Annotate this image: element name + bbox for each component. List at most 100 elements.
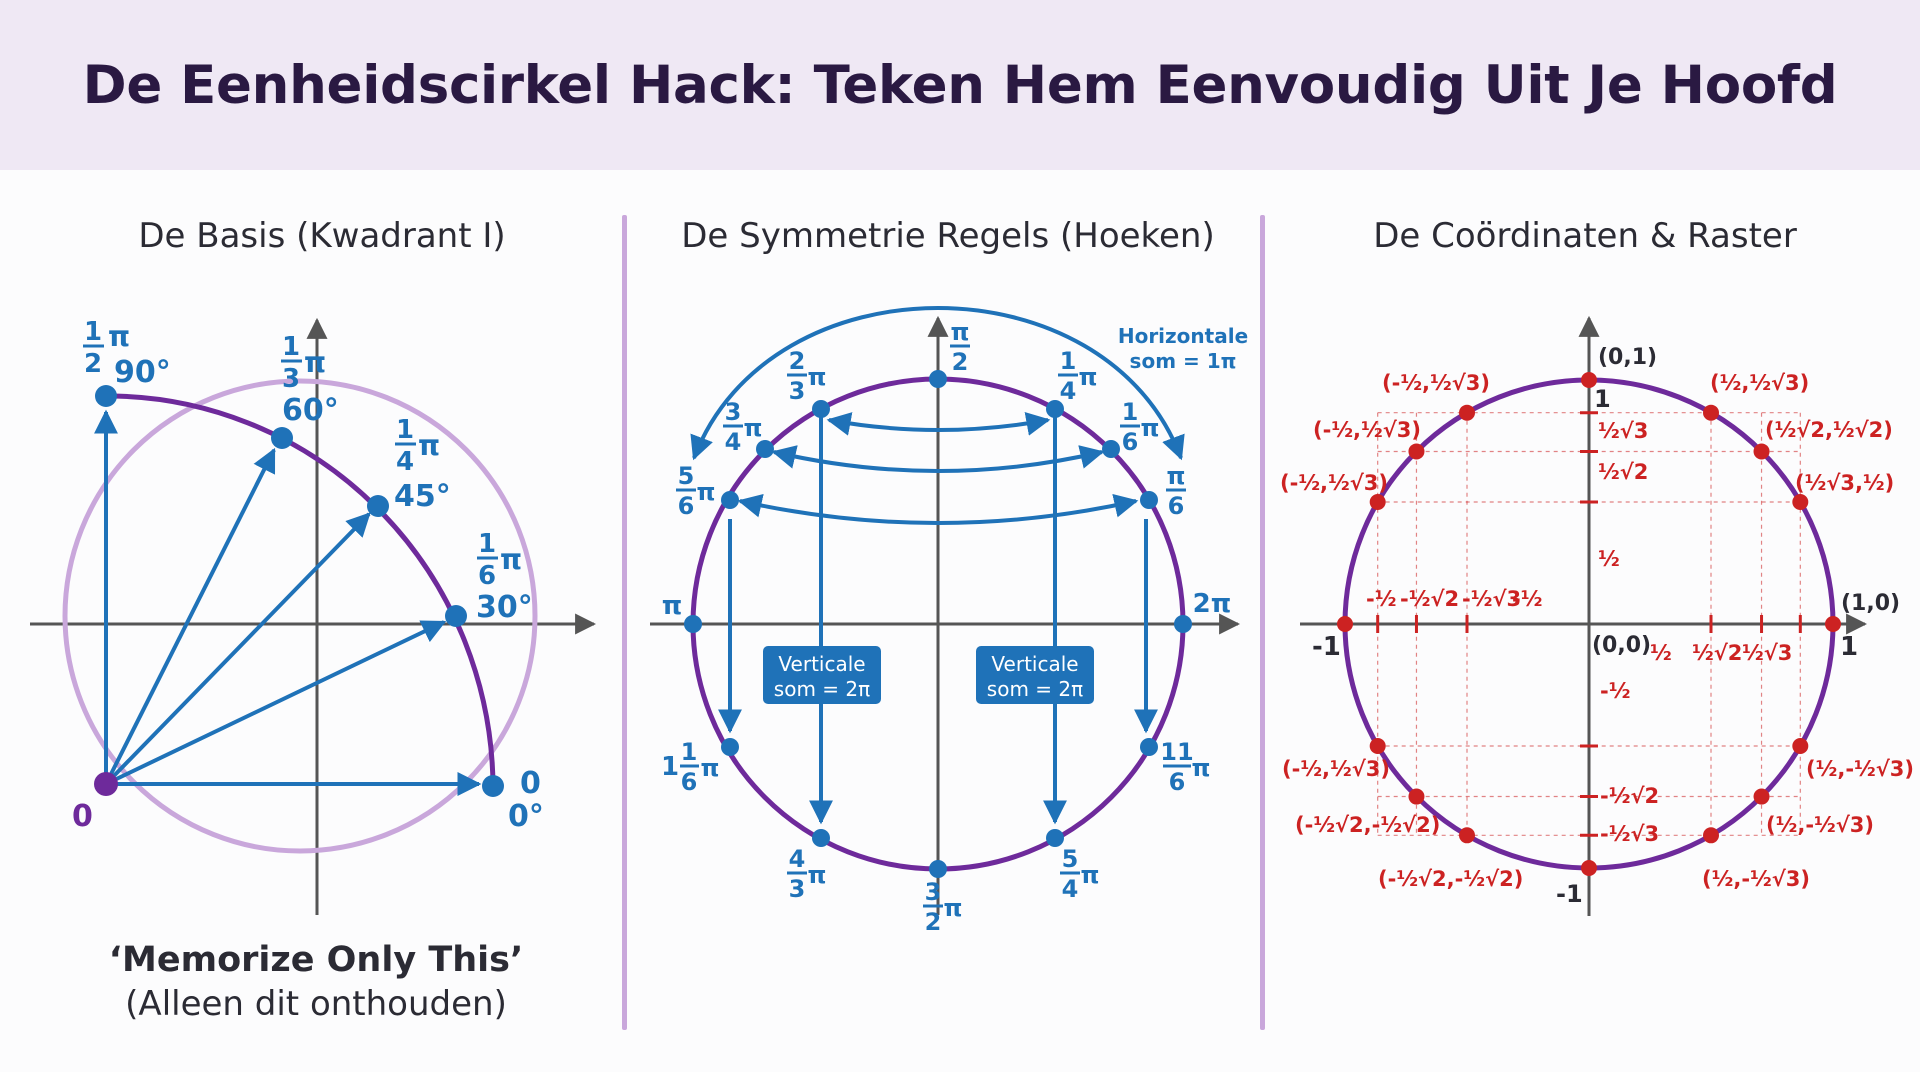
footer-memorize: ‘Memorize Only This’ [108, 940, 524, 980]
p1-label-90-num: 1 [84, 317, 102, 347]
p3-axis-ticks [1376, 411, 1802, 837]
p1-origin-point [94, 772, 118, 796]
p2-ll1-whole: 1 [661, 752, 679, 782]
p1-label-90-pi: π [108, 320, 130, 353]
p2-bottom-den: 2 [925, 908, 942, 936]
p1-point-30 [445, 605, 467, 627]
p3-label-x-pos: 1 [1840, 632, 1858, 662]
p3-ytick-label-5: -½√2 [1600, 784, 1659, 808]
p2-horizontal-note-line2: som = 1π [1130, 349, 1237, 373]
p2-ur2-pi: π [1141, 414, 1160, 442]
p1-label-60-den: 3 [282, 364, 300, 394]
p3-label-q1-c: (½√3,½) [1795, 471, 1894, 495]
p1-label-30-deg: 30° [476, 590, 533, 625]
p3-label-q2-b: (-½,½√3) [1313, 418, 1421, 442]
panel3-diagram: (0,1) (1,0) (0,0) 1 -1 1 -1 ½√3 ½√2 ½ -½… [1280, 315, 1914, 916]
p2-point-lower-left-1 [721, 738, 739, 756]
p2-bottom-num: 3 [925, 878, 942, 906]
p2-point-top [929, 370, 947, 388]
p2-point-lower-right-2 [1140, 738, 1158, 756]
p3-point-240 [1459, 827, 1475, 844]
p2-pair-arrow-1 [826, 412, 1051, 436]
page-title: De Eenheidscirkel Hack: Teken Hem Eenvou… [82, 54, 1838, 116]
p3-xtick-neg-2: -½√2 [1400, 587, 1459, 611]
p2-ul1-num: 2 [789, 347, 806, 375]
p2-horizontal-sum-arc [690, 306, 1185, 461]
p1-label-90-den: 2 [84, 349, 102, 379]
p2-ur2-den: 6 [1122, 428, 1139, 456]
p2-ul3-pi: π [697, 478, 716, 506]
p2-ul2-den: 4 [725, 428, 742, 456]
p3-xtick-neg-4: -½ [1512, 587, 1542, 611]
p1-reference-circle [62, 378, 538, 854]
p2-lr2-pi: π [1192, 754, 1211, 782]
p1-origin-label: 0 [72, 799, 93, 834]
p2-point-upper-right-1 [1046, 400, 1064, 418]
p3-label-q4-a: (½,-½√3) [1806, 757, 1914, 781]
p2-point-right [1174, 615, 1192, 633]
p2-ll1-num: 1 [681, 738, 698, 766]
p1-label-45-den: 4 [396, 447, 414, 477]
p1-label-30-pi: π [500, 543, 522, 576]
p3-label-q3-b: (-½√2,-½√2) [1295, 813, 1440, 837]
p2-vertical-box-left-line1: Verticale [778, 652, 865, 676]
p2-point-upper-right-2 [1102, 440, 1120, 458]
p3-label-origin: (0,0) [1592, 633, 1651, 658]
p2-ll2-num: 4 [789, 845, 806, 873]
p1-arrow-60 [104, 447, 276, 785]
p3-axis-point-270 [1581, 860, 1597, 876]
p3-label-q1-a: (½,½√3) [1710, 371, 1809, 395]
p3-label-y-pos: 1 [1594, 385, 1611, 413]
p3-point-45 [1753, 443, 1770, 460]
p2-ll1-den: 6 [681, 768, 698, 796]
p1-label-60-num: 1 [282, 332, 300, 362]
p3-axis-point-180 [1337, 616, 1353, 632]
p2-vertical-box-right [976, 646, 1094, 704]
p1-label-45-deg: 45° [394, 479, 451, 514]
p3-ytick-label-6: -½√3 [1600, 822, 1659, 846]
p2-point-bottom [929, 860, 947, 878]
p2-ur1-den: 4 [1060, 377, 1077, 405]
panel-title-symmetry: De Symmetrie Regels (Hoeken) [681, 216, 1215, 256]
p1-arrow-30 [105, 620, 447, 786]
p3-point-225 [1408, 788, 1425, 805]
p2-point-left [684, 615, 702, 633]
p3-label-q3-a: (-½,½√3) [1282, 757, 1390, 781]
p2-pair-arrow-2 [771, 445, 1105, 473]
p2-point-upper-right-3 [1140, 491, 1158, 509]
title-banner: De Eenheidscirkel Hack: Teken Hem Eenvou… [0, 0, 1920, 170]
p2-ur2-num: 1 [1122, 398, 1139, 426]
p1-label-30-num: 1 [478, 529, 496, 559]
p3-point-210 [1369, 738, 1386, 754]
p2-ll2-den: 3 [789, 875, 806, 903]
divider-left [622, 215, 627, 1030]
p3-point-150 [1369, 494, 1386, 510]
p3-point-330 [1792, 738, 1809, 754]
p2-ur3-num: π [1167, 462, 1186, 490]
p2-vertical-box-left [763, 646, 881, 704]
footer-translation: (Alleen dit onthouden) [125, 984, 507, 1024]
p1-point-0 [482, 775, 504, 797]
p1-label-90-deg: 90° [114, 355, 171, 390]
panel-title-coordinates: De Coördinaten & Raster [1373, 216, 1797, 256]
p3-ytick-label-2: ½√2 [1598, 460, 1648, 484]
p3-label-q1-b: (½√2,½√2) [1765, 418, 1893, 442]
p2-ur1-pi: π [1079, 363, 1098, 391]
p2-ll2-pi: π [808, 861, 827, 889]
p2-right-label: 2π [1193, 589, 1232, 619]
p2-ul1-pi: π [808, 363, 827, 391]
p1-label-60-pi: π [304, 346, 326, 379]
p2-point-upper-left-1 [812, 400, 830, 418]
p3-xtick-pos-2: ½√2 [1692, 641, 1742, 665]
panel-title-basis: De Basis (Kwadrant I) [138, 216, 506, 256]
p2-ul2-num: 3 [725, 398, 742, 426]
p3-axis-point-0 [1825, 616, 1841, 632]
p2-lr2-den: 6 [1169, 768, 1186, 796]
p2-top-den: 2 [952, 348, 969, 376]
p2-left-label: π [662, 591, 683, 621]
p2-top-num: π [951, 318, 970, 346]
p2-ul3-num: 5 [678, 462, 695, 490]
p3-point-315 [1753, 788, 1770, 805]
p3-label-q4-b: (½,-½√3) [1766, 813, 1874, 837]
